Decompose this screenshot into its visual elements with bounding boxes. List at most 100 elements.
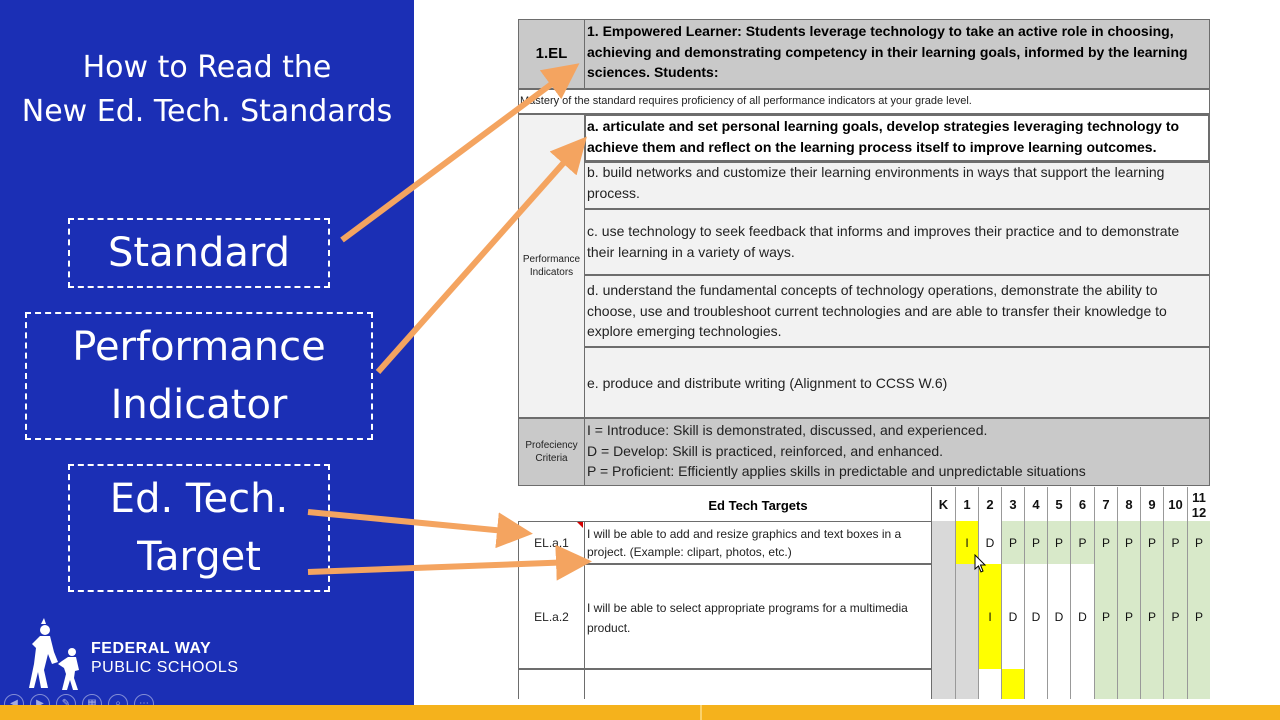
grade-cell-r1-0: [931, 521, 955, 564]
grade-cell-r2-8: P: [1117, 564, 1140, 669]
grade-header-7: 7: [1094, 487, 1117, 522]
callout-performance-indicator: Performance Indicator: [25, 312, 373, 440]
bottom-bar-divider: [700, 705, 702, 720]
standard-text: 1. Empowered Learner: Students leverage …: [587, 23, 1188, 80]
grade-cell-r2-2: I: [978, 564, 1001, 669]
indicator-a: a. articulate and set personal learning …: [587, 118, 1180, 155]
performance-label-line1: Performance: [522, 254, 581, 265]
grade-header-4: 4: [1024, 487, 1047, 522]
callout-standard: Standard: [68, 218, 330, 288]
grade-cell-r3-9: [1140, 669, 1163, 699]
grade-header-11: 11 12: [1187, 487, 1210, 522]
target-row-2-code: EL.a.2: [534, 610, 569, 624]
grade-cell-r1-9: P: [1140, 521, 1163, 564]
indicator-d: d. understand the fundamental concepts o…: [587, 282, 1167, 339]
grade-cell-r2-9: P: [1140, 564, 1163, 669]
grade-cell-r3-11: [1187, 669, 1210, 699]
proficiency-label-line2: Criteria: [535, 453, 568, 464]
target-row-1-text: I will be able to add and resize graphic…: [587, 527, 902, 559]
bottom-accent-bar: [0, 705, 1280, 720]
proficiency-criteria-cell: [584, 418, 1210, 486]
criteria-develop: D = Develop: Skill is practiced, reinfor…: [587, 442, 944, 459]
target-row-1-code: EL.a.1: [534, 536, 569, 550]
logo-text-line1: FEDERAL WAY: [91, 640, 212, 657]
performance-indicators-label: Performance Indicators: [518, 253, 585, 279]
targets-header: Ed Tech Targets: [708, 498, 808, 513]
grade-cell-r3-2: [978, 669, 1001, 699]
proficiency-label-line1: Profeciency: [525, 440, 578, 451]
callout-standard-label: Standard: [108, 230, 290, 276]
grade-cell-r1-10: P: [1163, 521, 1187, 564]
indicator-c-cell: [584, 209, 1210, 275]
callout-ed-tech-target: Ed. Tech. Target: [68, 464, 330, 592]
standard-text-cell: [584, 19, 1210, 89]
grade-header-2: 2: [978, 487, 1001, 522]
grade-cell-r2-10: P: [1163, 564, 1187, 669]
grade-cell-r1-3: P: [1001, 521, 1024, 564]
proficiency-label: Profeciency Criteria: [518, 439, 585, 465]
logo-text-line2: PUBLIC SCHOOLS: [91, 659, 239, 676]
indicator-c: c. use technology to seek feedback that …: [587, 223, 1180, 260]
grade-cell-r3-5: [1047, 669, 1070, 699]
grade-cell-r3-0: [931, 669, 955, 699]
grade-header-8: 8: [1117, 487, 1140, 522]
grade-cell-r2-7: P: [1094, 564, 1117, 669]
grade-cell-r1-2: D: [978, 521, 1001, 564]
standards-document: 1.EL 1. Empowered Learner: Students leve…: [518, 19, 1210, 699]
grade-header-10: 10: [1163, 487, 1187, 522]
grade-header-9: 9: [1140, 487, 1163, 522]
proficiency-label-cell: [518, 418, 585, 486]
grade-cell-r2-6: D: [1070, 564, 1094, 669]
grade-cell-r2-5: D: [1047, 564, 1070, 669]
grade-cell-r2-3: D: [1001, 564, 1024, 669]
grade-cell-r2-0: [931, 564, 955, 669]
grade-cell-r1-6: P: [1070, 521, 1094, 564]
grade-cell-r2-1: [955, 564, 978, 669]
indicator-b-cell: [584, 162, 1210, 209]
grade-cell-r2-11: P: [1187, 564, 1210, 669]
indicator-b: b. build networks and customize their le…: [587, 164, 1165, 201]
targets-text-divider: [931, 487, 932, 699]
standard-code: 1.EL: [535, 45, 568, 62]
grade-cell-r1-4: P: [1024, 521, 1047, 564]
slide-title-line1: How to Read the: [82, 50, 332, 85]
targets-code-divider: [584, 521, 585, 699]
indicator-e: e. produce and distribute writing (Align…: [587, 375, 948, 391]
indicator-e-cell: [584, 347, 1210, 418]
callout-target-line2: Target: [137, 534, 261, 580]
slide-title-line2: New Ed. Tech. Standards: [21, 94, 393, 129]
callout-target-line1: Ed. Tech.: [109, 476, 289, 522]
grade-cell-r3-7: [1094, 669, 1117, 699]
criteria-introduce: I = Introduce: Skill is demonstrated, di…: [587, 422, 988, 438]
mastery-note: Mastery of the standard requires profici…: [520, 95, 972, 107]
grade-cell-r2-4: D: [1024, 564, 1047, 669]
grade-cell-r1-11: P: [1187, 521, 1210, 564]
criteria-proficient: P = Proficient: Efficiently applies skil…: [587, 463, 1086, 479]
target-row-1-corner-mark: [577, 522, 583, 528]
grade-cell-r3-6: [1070, 669, 1094, 699]
grade-header-0: K: [931, 487, 955, 522]
grade-cell-r1-8: P: [1117, 521, 1140, 564]
target-row-2-text: I will be able to select appropriate pro…: [587, 601, 908, 635]
callout-indicator-line2: Indicator: [110, 382, 288, 428]
grade-cell-r3-1: [955, 669, 978, 699]
grade-cell-r1-1: I: [955, 521, 978, 564]
grade-header-3: 3: [1001, 487, 1024, 522]
mouse-cursor-icon: [974, 554, 987, 573]
grade-header-6: 6: [1070, 487, 1094, 522]
grade-cell-r3-3: [1001, 669, 1024, 699]
grade-header-5: 5: [1047, 487, 1070, 522]
logo-figures-icon: [29, 618, 79, 690]
callout-indicator-line1: Performance: [72, 324, 326, 370]
grade-cell-r1-7: P: [1094, 521, 1117, 564]
indicator-d-cell: [584, 275, 1210, 347]
grade-cell-r3-4: [1024, 669, 1047, 699]
slide-title: How to Read the New Ed. Tech. Standards: [0, 46, 414, 134]
grade-cell-r1-5: P: [1047, 521, 1070, 564]
grade-cell-r3-8: [1117, 669, 1140, 699]
grade-header-1: 1: [955, 487, 978, 522]
proficiency-criteria: I = Introduce: Skill is demonstrated, di…: [587, 420, 1205, 482]
grade-cell-r3-10: [1163, 669, 1187, 699]
federal-way-logo: FEDERAL WAY PUBLIC SCHOOLS: [28, 618, 258, 692]
performance-label-line2: Indicators: [529, 267, 574, 278]
